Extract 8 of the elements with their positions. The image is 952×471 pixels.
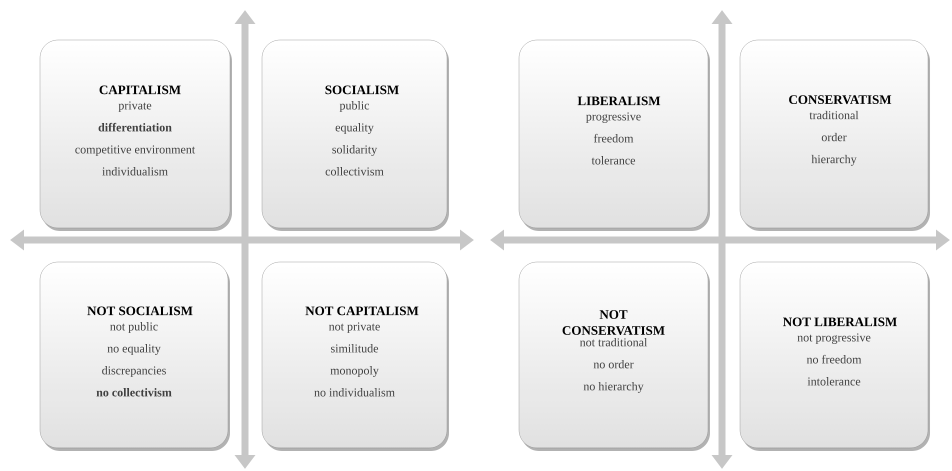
rounded-box: NOT LIBERALISM not progressive no freedom intolerance xyxy=(740,262,928,448)
rounded-box: NOT SOCIALISM not public no equality discrepancies no collectivism xyxy=(40,262,228,448)
rounded-box: CAPITALISM private differentiation competitive environment individualism xyxy=(40,40,230,228)
rounded-box: SOCIALISM public equality solidarity collectivism xyxy=(262,40,448,228)
rounded-box: NOT CAPITALISM not private similitude monopoly no individualism xyxy=(262,262,448,448)
rounded-box: LIBERALISM progressive freedom tolerance xyxy=(518,40,708,228)
rounded-box: NOT CONSERVATISM not traditional no order no hierarchy xyxy=(518,262,708,448)
rounded-box: CONSERVATISM traditional order hierarchy xyxy=(740,40,928,228)
